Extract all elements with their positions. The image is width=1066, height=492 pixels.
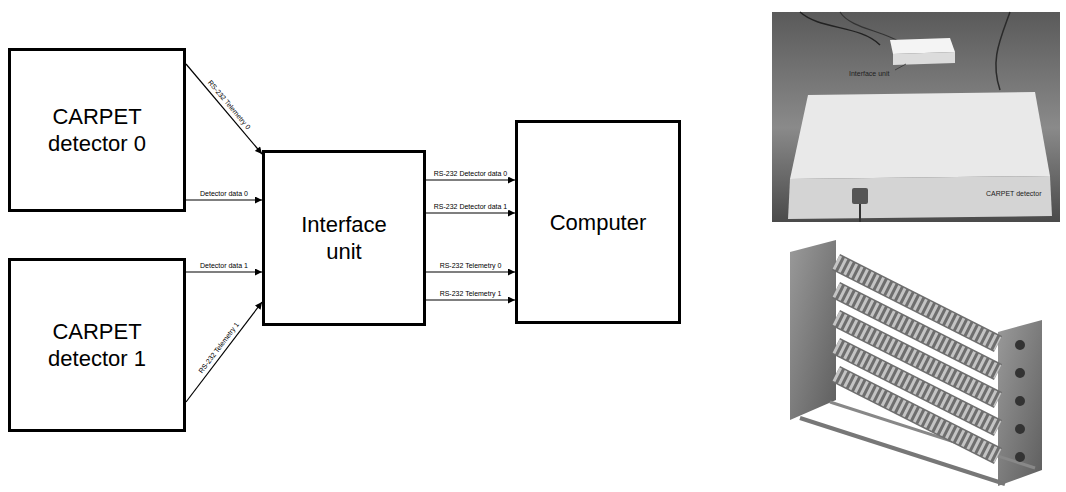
detector-photo: [772, 12, 1060, 222]
signal-label: RS-232 Telemetry 1: [197, 321, 242, 377]
signal-label: Detector data 1: [199, 262, 249, 270]
signal-label: RS-232 Telemetry 0: [439, 262, 503, 270]
photo-annotation: CARPET detector: [985, 190, 1043, 198]
box-label: CARPET detector 0: [22, 103, 172, 157]
signal-arrow: [186, 302, 262, 402]
signal-arrow: [186, 271, 262, 272]
block-box: Interface unit: [262, 150, 426, 326]
signal-label: RS-232 Detector data 0: [433, 170, 509, 178]
signal-arrow: [426, 271, 515, 272]
photo-annotation: Interface unit: [848, 70, 890, 78]
box-label: Interface unit: [289, 211, 399, 265]
signal-arrow: [186, 64, 262, 154]
signal-label: RS-232 Telemetry 0: [205, 78, 252, 132]
signal-arrow: [426, 179, 515, 180]
signal-label: Detector data 0: [199, 190, 249, 198]
box-label: Computer: [550, 209, 647, 236]
signal-label: RS-232 Telemetry 1: [439, 290, 503, 298]
box-label: CARPET detector 1: [22, 318, 172, 372]
block-box: CARPET detector 1: [8, 258, 186, 432]
signal-label: RS-232 Detector data 1: [433, 203, 509, 211]
detector-internals: [790, 240, 1042, 486]
signal-arrow: [426, 212, 515, 213]
block-box: Computer: [515, 120, 681, 324]
signal-arrow: [186, 199, 262, 200]
signal-arrow: [426, 299, 515, 300]
block-box: CARPET detector 0: [8, 48, 186, 212]
